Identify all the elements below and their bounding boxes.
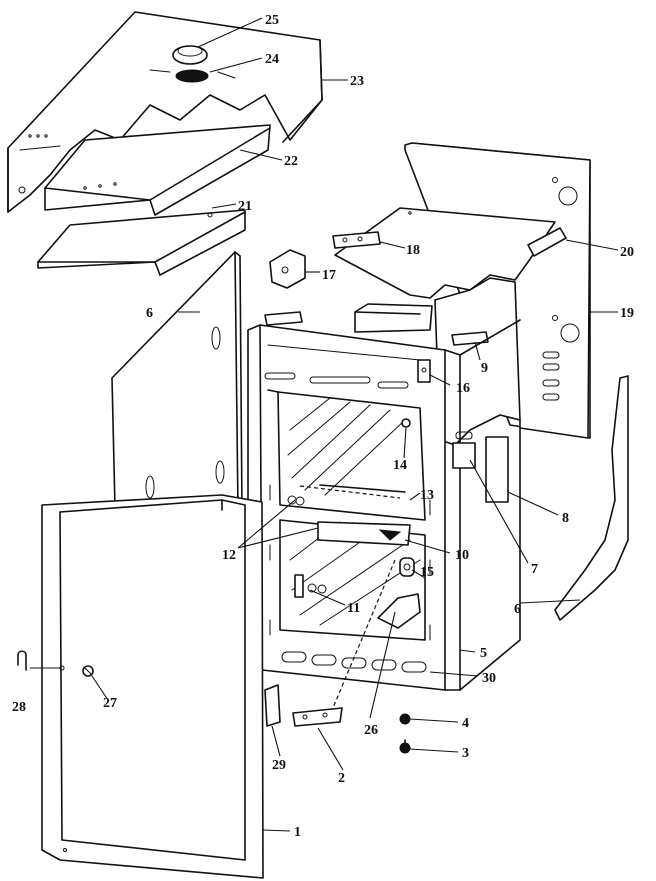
callout-18: 18 [406, 243, 420, 258]
door-handle-screw [82, 665, 94, 677]
callout-22: 22 [284, 154, 298, 169]
callout-8: 8 [562, 511, 569, 526]
burner-air-shutter [377, 593, 421, 629]
callout-4: 4 [462, 716, 469, 731]
callout-14: 14 [393, 458, 407, 473]
vent-cap [172, 45, 208, 65]
callout-19: 19 [620, 306, 634, 321]
callout-10: 10 [455, 548, 469, 563]
hinge-block-right [451, 331, 489, 346]
callout-13: 13 [420, 488, 434, 503]
oven-front-frame [247, 319, 521, 691]
callout-7: 7 [531, 562, 538, 577]
oven-door [41, 494, 264, 879]
hinge-block-left [264, 311, 303, 326]
oven-lamp [401, 418, 411, 428]
callout-20: 20 [620, 245, 634, 260]
door-hook [17, 650, 27, 671]
side-plate [452, 431, 509, 503]
flue-baffle [44, 124, 271, 216]
leveling-screw [399, 739, 411, 754]
callout-16: 16 [456, 381, 470, 396]
top-bracket [332, 231, 381, 249]
callout-30: 30 [482, 671, 496, 686]
callout-28: 28 [12, 700, 26, 715]
door-clip [264, 684, 281, 727]
side-bracket [527, 227, 567, 257]
callout-17: 17 [322, 268, 336, 283]
callout-23: 23 [350, 74, 364, 89]
callout-labels: 1 2 3 4 5 6 6 7 8 9 10 11 12 13 14 15 16… [12, 13, 634, 840]
door-switch [417, 359, 431, 383]
callout-26: 26 [364, 723, 378, 738]
top-tray [354, 303, 433, 333]
right-side-panel [554, 375, 629, 621]
burner-assembly [287, 495, 411, 546]
leveling-leg [399, 713, 411, 725]
callout-24: 24 [265, 52, 279, 67]
callout-1: 1 [294, 825, 301, 840]
vent-grille [175, 69, 209, 83]
callout-2: 2 [338, 771, 345, 786]
callout-15: 15 [420, 565, 434, 580]
callout-27: 27 [103, 696, 117, 711]
callout-12: 12 [222, 548, 236, 563]
burner-orifice [294, 574, 327, 598]
oven-body-side [434, 277, 521, 446]
top-cover-shell [7, 11, 323, 213]
ignitor-block [269, 249, 306, 289]
callout-5: 5 [480, 646, 487, 661]
callout-6-left: 6 [146, 306, 153, 321]
callout-6-right: 6 [514, 602, 521, 617]
callout-25: 25 [265, 13, 279, 28]
bottom-bracket [292, 707, 343, 727]
callout-9: 9 [481, 361, 488, 376]
callout-11: 11 [347, 601, 360, 616]
thermostat-bulb [399, 557, 415, 577]
callout-29: 29 [272, 758, 286, 773]
lower-flue-shield [37, 209, 246, 276]
oven-body-top [334, 207, 556, 299]
leader-lines [30, 17, 619, 832]
callout-3: 3 [462, 746, 469, 761]
callout-21: 21 [238, 199, 252, 214]
